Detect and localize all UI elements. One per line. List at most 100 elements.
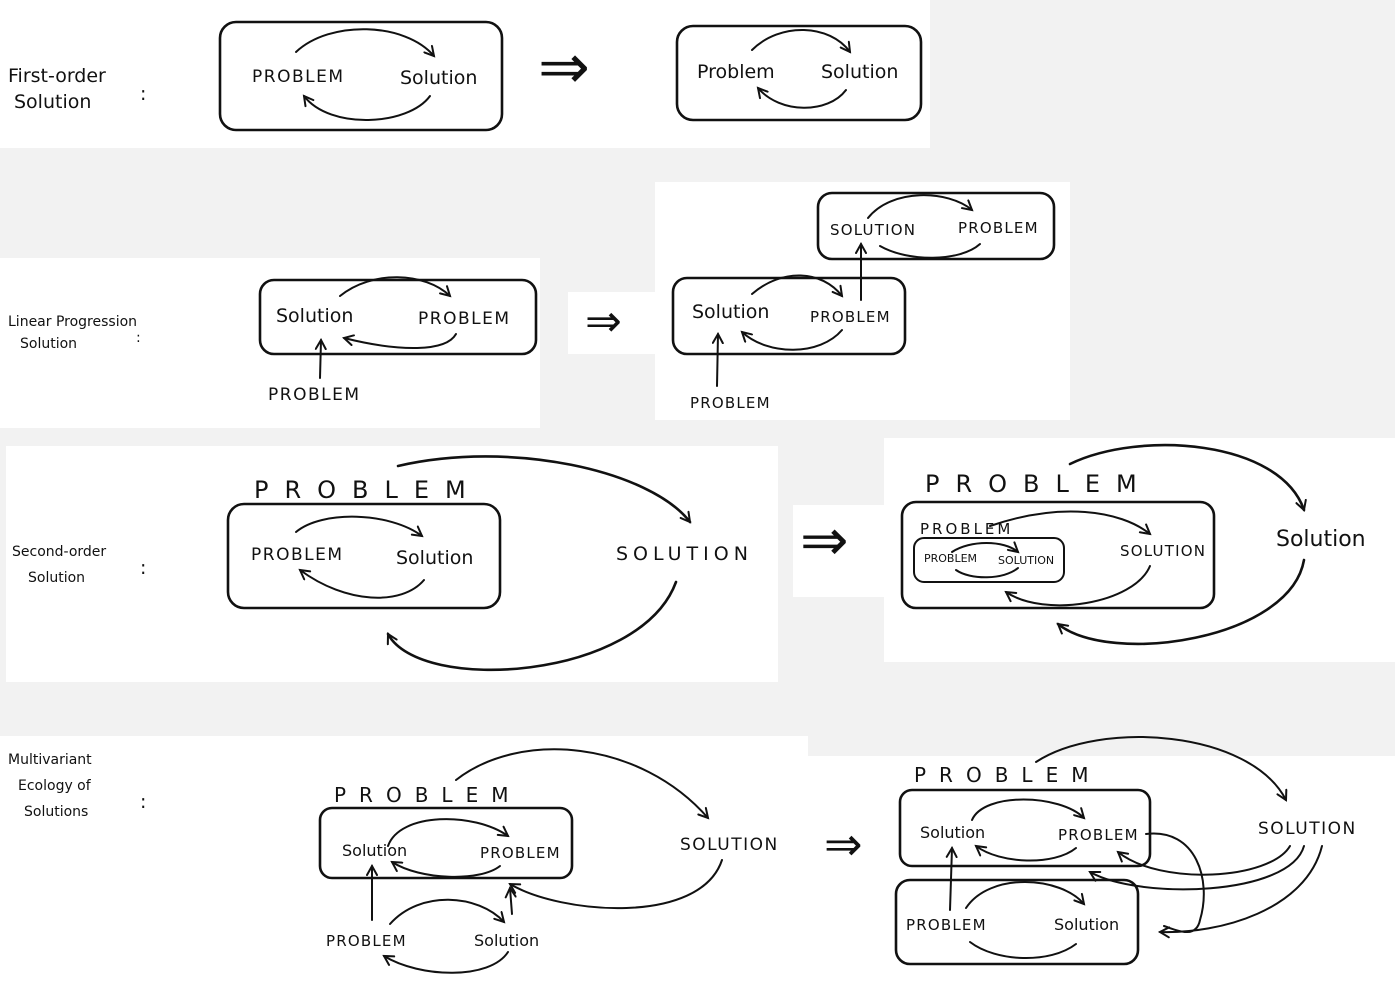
- problem-label: PROBLEM: [252, 67, 345, 87]
- row-label-line: Solution: [20, 336, 77, 352]
- row-linear-progression: Linear Progression Solution : Solution P…: [8, 191, 1056, 412]
- row-first-order: First-order Solution : PROBLEM Solution …: [8, 20, 923, 132]
- mid-solution-label: SOLUTION: [1120, 542, 1206, 560]
- lower-solution-label: Solution: [474, 931, 539, 950]
- second-order-right: PROBLEM PROBLEM PROBLEM SOLUTION SOLUTIO…: [900, 443, 1366, 646]
- solution-label: Solution: [821, 61, 898, 83]
- solution-label: Solution: [276, 305, 353, 327]
- row-label-line: Linear Progression: [8, 314, 137, 330]
- loop-box: [258, 278, 538, 356]
- arrow-lower-problem-to-solution: [965, 881, 1084, 909]
- arrow-next-problem-to-solution: [879, 243, 981, 259]
- arrow-meta-solution-to-upper-loop: [1118, 845, 1291, 876]
- arrow-lower-solution-to-problem: [969, 941, 1077, 960]
- row-label-line: Second-order: [12, 544, 106, 560]
- outer-problem-label: PROBLEM: [254, 476, 482, 504]
- second-order-left: PROBLEM PROBLEM Solution SOLUTION: [226, 455, 748, 672]
- arrow-meta-solution-to-outer-problem: [386, 580, 678, 672]
- arrow-outer-problem-to-meta-solution: [396, 455, 692, 522]
- multivariant-left: PROBLEM Solution PROBLEM SOLUTION PROBLE…: [318, 748, 779, 974]
- meta-solution-label: SOLUTION: [680, 835, 779, 855]
- implies-arrow: ⇒: [538, 30, 590, 103]
- arrow-problem-to-solution: [742, 329, 843, 351]
- outer-problem-label: PROBLEM: [925, 470, 1153, 498]
- innermost-problem-label: PROBLEM: [924, 552, 977, 565]
- implies-arrow: ⇒: [824, 817, 863, 871]
- row-second-order: Second-order Solution : PROBLEM PROBLEM …: [12, 443, 1366, 672]
- row-label-line: Multivariant: [8, 752, 92, 768]
- problem-label: PROBLEM: [810, 308, 891, 326]
- arrow-problem-to-solution: [751, 29, 850, 52]
- problem-label: PROBLEM: [480, 844, 561, 862]
- arrow-meta-solution-to-outer-problem: [1058, 558, 1306, 646]
- arrow-solution-to-problem: [751, 274, 842, 296]
- row-label-colon: :: [140, 83, 146, 105]
- row-label-line: Solution: [14, 91, 91, 113]
- arrow-upper-solution-to-problem: [971, 798, 1084, 821]
- input-problem-label: PROBLEM: [690, 394, 771, 412]
- solution-label: Solution: [692, 301, 769, 323]
- arrow-mid-solution-to-problem: [1006, 565, 1151, 607]
- arrow-problem-to-solution: [295, 28, 434, 56]
- row-label-colon: :: [140, 557, 146, 579]
- arrow-solution-to-problem: [339, 276, 450, 296]
- lower-solution-label: Solution: [1054, 915, 1119, 934]
- arrow-input-to-solution: [320, 340, 321, 379]
- lower-problem-label: PROBLEM: [326, 932, 407, 950]
- inner-loop-box: [226, 502, 502, 610]
- first-order-loop-right: Problem Solution: [675, 24, 923, 122]
- arrow-problem-to-solution: [392, 862, 501, 878]
- row-label: Second-order Solution :: [12, 544, 146, 586]
- arrow-problem-to-solution: [295, 515, 422, 536]
- arrow-lower-solution-to-problem: [384, 951, 509, 974]
- row-label: Multivariant Ecology of Solutions :: [8, 752, 146, 820]
- row-label-line: Solution: [28, 570, 85, 586]
- problem-label: PROBLEM: [251, 545, 344, 565]
- input-problem-label: PROBLEM: [268, 385, 361, 405]
- arrow-innermost-solution-to-problem: [955, 567, 1019, 579]
- loop-box: [675, 24, 923, 122]
- row-label: First-order Solution :: [8, 65, 146, 113]
- solution-label: Solution: [342, 841, 407, 860]
- row-label: Linear Progression Solution :: [8, 314, 141, 352]
- linear-loop-left: Solution PROBLEM PROBLEM: [258, 276, 538, 405]
- arrow-lower-problem-to-upper-loop: [950, 848, 952, 911]
- arrow-lower-problem-to-solution: [389, 898, 504, 925]
- solution-label: Solution: [400, 67, 477, 89]
- arrow-solution-to-problem: [387, 818, 508, 847]
- arrow-upper-problem-to-solution: [976, 846, 1077, 862]
- outer-problem-label: PROBLEM: [334, 783, 521, 807]
- row-label-line: Ecology of: [18, 778, 92, 794]
- outer-problem-label: PROBLEM: [914, 763, 1101, 787]
- arrow-problem-to-solution: [344, 333, 457, 349]
- linear-loop-right: Solution PROBLEM PROBLEM SOLUTION PROBLE…: [671, 191, 1056, 412]
- arrow-solution-to-problem: [304, 96, 431, 121]
- arrow-lower-solution-to-loop: [510, 888, 512, 915]
- problem-label: Problem: [697, 61, 775, 83]
- meta-solution-label: SOLUTION: [1258, 819, 1357, 839]
- innermost-loop-box: [913, 537, 1065, 583]
- row-label-colon: :: [140, 791, 146, 813]
- loop-box: [318, 806, 574, 880]
- arrow-outer-problem-to-meta-solution: [455, 748, 708, 818]
- arrow-innermost-problem-to-solution: [951, 543, 1018, 552]
- arrow-meta-solution-to-loop: [510, 859, 723, 910]
- arrow-input-to-solution: [717, 334, 718, 387]
- row-label-colon: :: [136, 330, 141, 346]
- mid-problem-label: PROBLEM: [920, 520, 1013, 538]
- lower-problem-label: PROBLEM: [906, 916, 987, 934]
- upper-problem-label: PROBLEM: [1058, 826, 1139, 844]
- loop-box: [218, 20, 504, 132]
- problem-label: PROBLEM: [418, 309, 511, 329]
- loop-box: [671, 276, 907, 356]
- arrow-upper-problem-loop-down: [1145, 832, 1205, 933]
- meta-solution-label: Solution: [1276, 527, 1366, 552]
- multivariant-right: PROBLEM Solution PROBLEM SOLUTION PROBLE…: [894, 736, 1357, 966]
- arrow-outer-problem-to-meta-solution: [1035, 736, 1286, 800]
- arrow-outer-problem-to-meta-solution: [1068, 443, 1304, 510]
- row-label-line: First-order: [8, 65, 106, 87]
- implies-arrow: ⇒: [585, 296, 622, 347]
- upper-loop-box: [898, 788, 1152, 868]
- arrow-mid-problem-to-solution: [989, 510, 1150, 534]
